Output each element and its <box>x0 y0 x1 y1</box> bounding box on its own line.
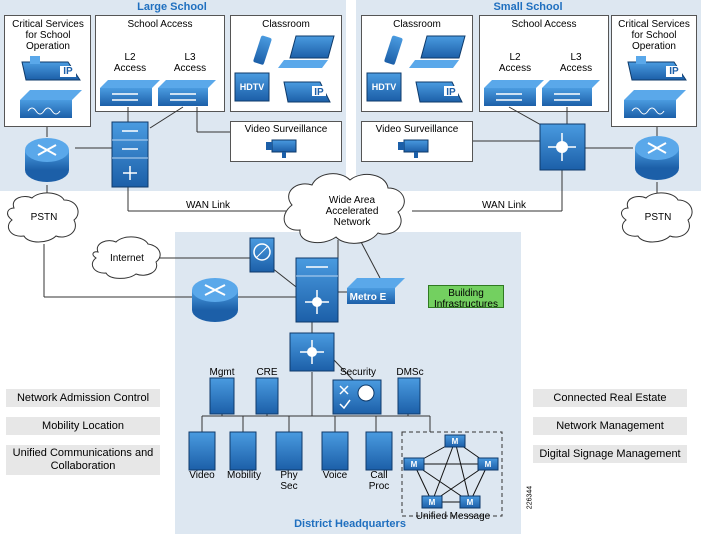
large-video-surveillance-label: Video Surveillance <box>244 124 328 135</box>
core-switch-icon <box>289 332 335 372</box>
hdtv-icon <box>234 72 270 102</box>
wan-cloud <box>283 173 405 244</box>
small-hdtv-label: HDTV <box>371 82 397 92</box>
l3-switch-icon <box>158 80 216 106</box>
core-switch-icon <box>539 123 586 171</box>
message-server-icons <box>403 434 499 509</box>
firewall-icon <box>249 237 275 273</box>
sensor-appliance-icon <box>20 90 82 118</box>
small-l3-access-label: L3 Access <box>559 52 593 74</box>
server-icons <box>188 377 421 471</box>
unified-message-label: Unified Message <box>415 511 491 522</box>
mobile-phone-icon <box>384 35 403 65</box>
security-label: Security <box>339 367 377 378</box>
mgmt-label: Mgmt <box>209 367 235 378</box>
small-school-title: Small School <box>493 1 563 13</box>
large-critical-ip-label: IP <box>63 66 73 77</box>
large-l3-access-label: L3 Access <box>173 52 207 74</box>
large-hdtv-label: HDTV <box>239 82 265 92</box>
multilayer-switch-icon <box>295 257 339 323</box>
small-classroom-label: Classroom <box>393 19 441 30</box>
district-hq-title: District Headquarters <box>294 518 406 530</box>
figure-id: 226344 <box>526 485 534 510</box>
server-label-mobility: Mobility <box>227 470 261 481</box>
metro-e-switch-icon <box>347 278 405 304</box>
cre-label: CRE <box>256 367 278 378</box>
right-label-network-mgmt: Network Management <box>533 417 687 435</box>
l2-switch-icon <box>100 80 160 106</box>
large-classroom-label: Classroom <box>262 19 310 30</box>
m-icon: M <box>466 498 474 507</box>
large-school-access-label: School Access <box>127 19 193 30</box>
router-icon <box>635 136 679 180</box>
ip-phone-icon <box>21 56 81 81</box>
internet-cloud <box>91 236 161 279</box>
left-label-nac: Network Admission Control <box>6 389 160 407</box>
pstn-right-cloud <box>621 192 693 243</box>
internet-label: Internet <box>110 253 144 264</box>
video-camera-icon <box>398 139 429 158</box>
multilayer-switch-icon <box>111 121 149 188</box>
ip-phone-icon <box>415 81 463 103</box>
small-critical-services-label: Critical Services for School Operation <box>618 19 690 52</box>
pstn-left-label: PSTN <box>30 212 58 223</box>
small-phone-ip-label: IP <box>446 87 456 98</box>
right-label-cre: Connected Real Estate <box>533 389 687 407</box>
pstn-right-label: PSTN <box>644 212 672 223</box>
wan-cloud-label: Wide Area Accelerated Network <box>325 195 379 228</box>
server-label-callproc: Call Proc <box>368 470 390 492</box>
m-icon: M <box>451 437 459 446</box>
l2-switch-icon <box>484 80 544 106</box>
server-label-physec: Phy Sec <box>280 470 298 492</box>
unified-message-group <box>401 431 503 517</box>
ip-phone-icon <box>627 56 687 81</box>
hdtv-icon <box>366 72 402 102</box>
laptop-icon <box>409 35 466 68</box>
dmsc-label: DMSc <box>396 367 424 378</box>
video-camera-icon <box>266 139 297 158</box>
wan-link-right-label: WAN Link <box>481 200 527 211</box>
building-infrastructures-box: Building Infrastructures <box>428 285 504 310</box>
small-school-access-label: School Access <box>511 19 577 30</box>
m-icon: M <box>428 498 436 507</box>
large-phone-ip-label: IP <box>314 87 324 98</box>
pstn-left-cloud <box>7 192 79 243</box>
small-critical-ip-label: IP <box>669 66 679 77</box>
small-video-surveillance-label: Video Surveillance <box>375 124 459 135</box>
wan-link-left-label: WAN Link <box>185 200 231 211</box>
server-label-video: Video <box>189 470 215 481</box>
small-l2-access-label: L2 Access <box>498 52 532 74</box>
router-icon <box>192 278 238 322</box>
server-label-voice: Voice <box>322 470 348 481</box>
security-appliance-icon <box>332 379 382 415</box>
l3-switch-icon <box>542 80 600 106</box>
left-label-unified-comm: Unified Communications and Collaboration <box>6 445 160 475</box>
sensor-appliance-icon <box>624 90 686 118</box>
router-icon <box>25 138 69 182</box>
right-label-digital-signage: Digital Signage Management <box>533 445 687 463</box>
large-critical-services-label: Critical Services for School Operation <box>12 19 84 52</box>
m-icon: M <box>410 460 418 469</box>
ip-phone-icon <box>283 81 331 103</box>
mobile-phone-icon <box>253 35 272 65</box>
metro-e-label: Metro E <box>349 292 387 303</box>
large-l2-access-label: L2 Access <box>113 52 147 74</box>
large-school-title: Large School <box>137 1 207 13</box>
laptop-icon <box>278 35 335 68</box>
m-icon: M <box>484 460 492 469</box>
left-label-mobility: Mobility Location <box>6 417 160 435</box>
